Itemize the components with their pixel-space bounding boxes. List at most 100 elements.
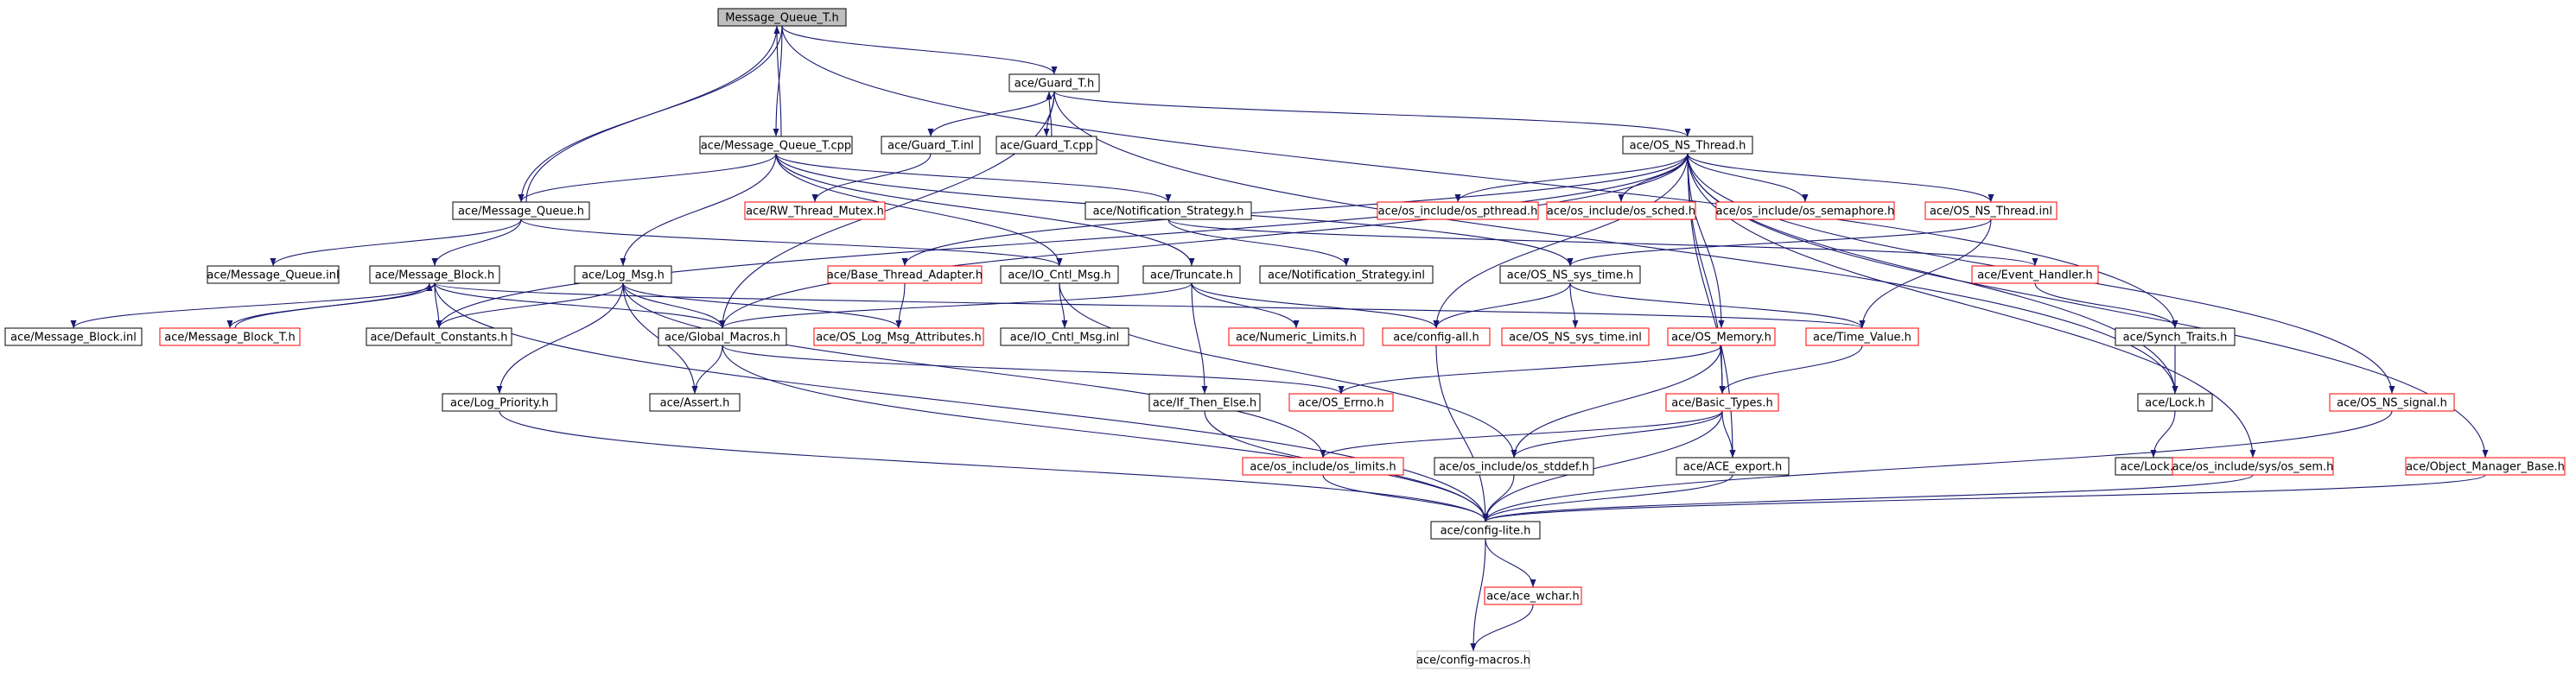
node-os_ns_sys_time_inl[interactable]: ace/OS_NS_sys_time.inl [1501, 327, 1650, 346]
edge-config_lite-to-ace_wchar [1485, 538, 1536, 588]
node-os_stddef[interactable]: ace/os_include/os_stddef.h [1434, 457, 1594, 476]
edge-os_ns_thread_h-to-pthread [1454, 153, 1689, 203]
node-sched[interactable]: ace/os_include/os_sched.h [1546, 201, 1696, 220]
node-msg_block_inl[interactable]: ace/Message_Block.inl [4, 327, 143, 346]
node-box [1805, 327, 1919, 346]
node-msg_block_t_h[interactable]: ace/Message_Block_T.h [159, 327, 301, 346]
node-box [1434, 457, 1594, 476]
node-global_macros[interactable]: ace/Global_Macros.h [658, 327, 787, 346]
node-mq_h[interactable]: ace/Message_Queue.h [452, 201, 590, 220]
edge-guard_t_h-to-global_macros [719, 91, 1055, 329]
node-guard_t_cpp[interactable]: ace/Guard_T.cpp [995, 136, 1097, 155]
edge-basic_types-to-config_lite [1482, 410, 1723, 522]
node-log_msg_h[interactable]: ace/Log_Msg.h [574, 265, 672, 284]
edge-config_all-to-config_lite [1435, 345, 1489, 522]
node-label: ace/Guard_T.inl [887, 140, 974, 153]
node-box [1228, 327, 1364, 346]
node-truncate_h[interactable]: ace/Truncate.h [1142, 265, 1241, 284]
node-mq_t_cpp[interactable]: ace/Message_Queue_T.cpp [699, 136, 853, 155]
edge-ace_wchar-to-config_macros [1470, 604, 1534, 652]
node-box [2405, 457, 2566, 476]
edge-os_memory-to-os_errno [1338, 345, 1722, 395]
node-box [1000, 265, 1119, 284]
node-box [4, 327, 143, 346]
node-box [1499, 265, 1641, 284]
node-log_priority[interactable]: ace/Log_Priority.h [442, 393, 557, 412]
node-label: ace/OS_NS_sys_time.h [1507, 269, 1633, 282]
edge-log_msg_h-to-global_macros [622, 282, 726, 329]
edge-log_msg_h-to-log_priority [496, 282, 624, 395]
node-io_cntl_msg_inl[interactable]: ace/IO_Cntl_Msg.inl [1000, 327, 1129, 346]
node-assert_h[interactable]: ace/Assert.h [649, 393, 741, 412]
edge-basic_types-to-os_stddef [1511, 410, 1723, 459]
node-semaphore[interactable]: ace/os_include/os_semaphore.h [1715, 201, 1895, 220]
node-label: ace/Log_Msg.h [582, 269, 665, 282]
node-os_sem[interactable]: ace/os_include/sys/os_sem.h [2172, 457, 2334, 476]
node-mq_inl[interactable]: ace/Message_Queue.inl [207, 265, 340, 284]
edge-os_ns_thread_h-to-os_memory [1687, 153, 1725, 329]
node-log_msg_attributes[interactable]: ace/OS_Log_Msg_Attributes.h [813, 327, 984, 346]
node-box [744, 201, 886, 220]
edge-obj_mgr_base-to-config_lite [1482, 474, 2486, 522]
node-box [827, 265, 983, 284]
edge-notif_strategy_h-to-event_handler [1167, 218, 2039, 267]
edge-log_msg_h-to-log_msg_attributes [622, 282, 902, 329]
node-ace_wchar[interactable]: ace/ace_wchar.h [1484, 586, 1582, 605]
edge-truncate_h-to-config_all [1191, 282, 1440, 329]
node-synch_traits[interactable]: ace/Synch_Traits.h [2115, 327, 2236, 346]
node-label: ace/Synch_Traits.h [2123, 332, 2228, 345]
node-os_limits[interactable]: ace/os_include/os_limits.h [1242, 457, 1404, 476]
node-default_constants[interactable]: ace/Default_Constants.h [366, 327, 512, 346]
node-pthread[interactable]: ace/os_include/os_pthread.h [1377, 201, 1539, 220]
node-config_macros[interactable]: ace/config-macros.h [1416, 650, 1530, 669]
edge-os_ns_thread_h-to-global_macros [719, 153, 1689, 329]
edge-os_ns_thread_h-to-os_ns_thread_inl [1687, 153, 1994, 203]
edge-os_sem-to-config_lite [1482, 474, 2254, 522]
node-label: ace/Notification_Strategy.inl [1268, 269, 1425, 282]
node-rw_thread_mutex[interactable]: ace/RW_Thread_Mutex.h [744, 201, 886, 220]
node-os_errno[interactable]: ace/OS_Errno.h [1288, 393, 1394, 412]
node-guard_t_h[interactable]: ace/Guard_T.h [1008, 73, 1100, 92]
node-label: ace/Event_Handler.h [1977, 269, 2093, 282]
node-notif_strategy_h[interactable]: ace/Notification_Strategy.h [1084, 201, 1252, 220]
edge-os_ns_sys_time_h-to-time_value [1569, 282, 1866, 329]
node-label: ace/os_include/sys/os_sem.h [2172, 461, 2334, 474]
node-basic_types[interactable]: ace/Basic_Types.h [1665, 393, 1779, 412]
node-time_value[interactable]: ace/Time_Value.h [1805, 327, 1919, 346]
node-numeric_limits[interactable]: ace/Numeric_Limits.h [1228, 327, 1364, 346]
node-lock_h[interactable]: ace/Lock.h [2137, 393, 2213, 412]
node-if_then_else[interactable]: ace/If_Then_Else.h [1148, 393, 1261, 412]
node-os_ns_thread_inl[interactable]: ace/OS_NS_Thread.inl [1924, 201, 2058, 220]
edge-global_macros-to-assert_h [691, 345, 723, 395]
node-obj_mgr_base[interactable]: ace/Object_Manager_Base.h [2405, 457, 2566, 476]
node-config_lite[interactable]: ace/config-lite.h [1430, 521, 1541, 540]
node-box [207, 265, 340, 284]
node-box [1242, 457, 1404, 476]
node-ace_export[interactable]: ace/ACE_export.h [1676, 457, 1790, 476]
node-event_handler[interactable]: ace/Event_Handler.h [1971, 265, 2099, 284]
edge-os_memory-to-basic_types [1719, 345, 1726, 395]
edge-os_ns_sys_time_h-to-config_all [1433, 282, 1571, 329]
node-base_thread_adapter[interactable]: ace/Base_Thread_Adapter.h [827, 265, 983, 284]
node-guard_t_inl[interactable]: ace/Guard_T.inl [881, 136, 981, 155]
node-box [1377, 201, 1539, 220]
node-os_memory[interactable]: ace/OS_Memory.h [1667, 327, 1776, 346]
node-msg_block_h[interactable]: ace/Message_Block.h [369, 265, 500, 284]
node-notif_strategy_inl[interactable]: ace/Notification_Strategy.inl [1259, 265, 1434, 284]
node-box [1430, 521, 1541, 540]
node-label: ace/os_include/os_stddef.h [1439, 461, 1589, 474]
node-os_ns_sys_time_h[interactable]: ace/OS_NS_sys_time.h [1499, 265, 1641, 284]
node-config_all[interactable]: ace/config-all.h [1382, 327, 1491, 346]
node-io_cntl_msg_h[interactable]: ace/IO_Cntl_Msg.h [1000, 265, 1119, 284]
edge-os_ns_thread_h-to-lock_h [1687, 153, 2178, 395]
edge-mq_t_cpp-to-log_msg_h [620, 153, 777, 267]
node-box [1665, 393, 1779, 412]
node-label: ace/config-macros.h [1416, 655, 1530, 668]
node-os_ns_signal[interactable]: ace/OS_NS_signal.h [2329, 393, 2455, 412]
node-box [369, 265, 500, 284]
node-label: ace/config-lite.h [1441, 525, 1531, 538]
edge-log_msg_h-to-os_limits [622, 282, 1326, 459]
node-os_ns_thread_h[interactable]: ace/OS_NS_Thread.h [1622, 136, 1753, 155]
node-label: ace/Truncate.h [1150, 269, 1233, 282]
edge-os_ns_thread_inl-to-os_ns_sys_time_h [1567, 218, 1992, 267]
